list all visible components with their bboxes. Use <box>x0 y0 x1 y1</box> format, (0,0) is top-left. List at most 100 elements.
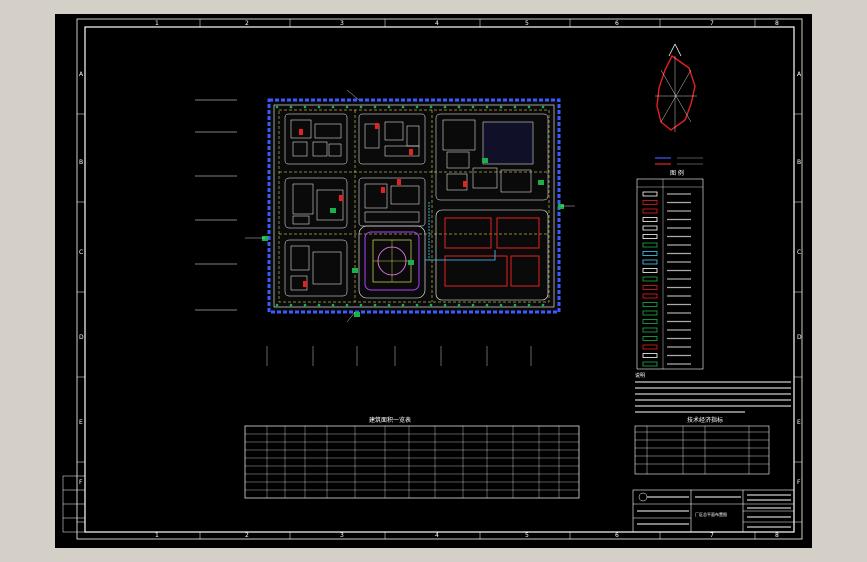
tree-symbol <box>345 303 349 307</box>
tree-symbol <box>345 105 349 109</box>
tree-symbol <box>373 303 377 307</box>
legend-swatch <box>642 242 658 248</box>
green-marker <box>330 208 336 213</box>
red-marker <box>303 281 307 287</box>
tree-symbol <box>401 303 405 307</box>
block-bottom-left <box>284 239 348 297</box>
tree-symbol <box>415 105 419 109</box>
red-marker <box>381 187 385 193</box>
zone-letter-left: E <box>79 419 83 426</box>
legend-swatch <box>642 361 658 367</box>
legend-swatch <box>642 353 658 358</box>
green-marker <box>408 260 414 265</box>
tree-symbol <box>443 105 447 109</box>
tree-symbol <box>485 105 489 109</box>
zone-letter-left: D <box>79 334 84 341</box>
legend-swatch <box>642 259 658 265</box>
tree-symbol <box>401 105 405 109</box>
legend-swatch <box>642 336 658 341</box>
zone-number-bottom: 5 <box>525 532 529 539</box>
green-marker <box>538 180 544 185</box>
legend-swatch <box>642 217 658 222</box>
tree-symbol <box>289 105 293 109</box>
green-marker <box>558 204 564 209</box>
tree-symbol <box>513 303 517 307</box>
zone-number-top: 4 <box>435 20 439 27</box>
legend-swatch <box>642 276 658 282</box>
legend-swatch <box>642 327 658 333</box>
zone-number-top: 1 <box>155 20 159 27</box>
zone-number-top: 7 <box>710 20 714 27</box>
zone-number-bottom: 7 <box>710 532 714 539</box>
red-marker <box>339 195 343 201</box>
block-top-left <box>284 113 348 165</box>
green-marker <box>482 158 488 163</box>
zone-number-top: 3 <box>340 20 344 27</box>
tree-symbol <box>499 303 503 307</box>
tree-symbol <box>443 303 447 307</box>
tree-symbol <box>527 303 531 307</box>
tree-symbol <box>415 303 419 307</box>
zone-number-bottom: 8 <box>775 532 779 539</box>
red-marker <box>375 123 379 129</box>
green-marker <box>262 236 268 241</box>
tree-symbol <box>541 303 545 307</box>
zone-number-top: 2 <box>245 20 249 27</box>
table-title: 建筑面积一览表 <box>369 416 411 424</box>
zone-number-top: 8 <box>775 20 779 27</box>
tree-symbol <box>387 303 391 307</box>
zone-number-bottom: 1 <box>155 532 159 539</box>
tree-symbol <box>387 105 391 109</box>
tree-symbol <box>527 105 531 109</box>
legend-swatch <box>642 310 658 316</box>
zone-letter-right: B <box>797 159 801 166</box>
zone-number-top: 6 <box>615 20 619 27</box>
tree-symbol <box>359 303 363 307</box>
zone-letter-left: F <box>79 479 83 486</box>
elevation-markers <box>195 99 237 311</box>
notes: 说明 <box>635 372 791 413</box>
legend-swatch <box>642 344 658 350</box>
legend-swatch <box>642 208 658 214</box>
zone-number-bottom: 4 <box>435 532 439 539</box>
zone-letter-left: B <box>79 159 83 166</box>
zone-number-bottom: 6 <box>615 532 619 539</box>
zone-letter-right: A <box>797 71 802 78</box>
compass-legend <box>655 157 703 165</box>
tree-symbol <box>471 105 475 109</box>
tech-table: 技术经济指标 <box>634 416 770 475</box>
site-markers <box>262 105 564 317</box>
block-bottom-right <box>435 209 549 301</box>
legend-swatch <box>642 268 658 273</box>
zone-letter-right: E <box>797 419 801 426</box>
legend-swatch <box>642 200 658 205</box>
legend-swatch <box>642 191 658 197</box>
tree-symbol <box>317 105 321 109</box>
legend-swatch <box>642 251 658 256</box>
tree-symbol <box>513 105 517 109</box>
zone-letter-right: F <box>797 479 801 486</box>
zone-number-bottom: 3 <box>340 532 344 539</box>
tree-symbol <box>457 105 461 109</box>
title-block-drawing-name: 厂区总平面布置图 <box>695 511 727 517</box>
legend-title: 图 例 <box>670 169 684 177</box>
tech-table-title: 技术经济指标 <box>687 416 723 424</box>
tree-symbol <box>331 303 335 307</box>
red-marker <box>463 181 467 187</box>
axis-labels <box>266 346 532 366</box>
red-marker <box>299 129 303 135</box>
zone-letter-right: C <box>797 249 801 256</box>
tree-symbol <box>303 303 307 307</box>
notes-heading: 说明 <box>635 372 645 379</box>
zone-number-top: 5 <box>525 20 529 27</box>
legend-swatch <box>642 285 658 290</box>
zone-number-bottom: 2 <box>245 532 249 539</box>
tree-symbol <box>303 105 307 109</box>
tree-symbol <box>471 303 475 307</box>
block-top-middle <box>358 113 426 165</box>
block-middle-left <box>284 177 348 229</box>
tree-symbol <box>359 105 363 109</box>
